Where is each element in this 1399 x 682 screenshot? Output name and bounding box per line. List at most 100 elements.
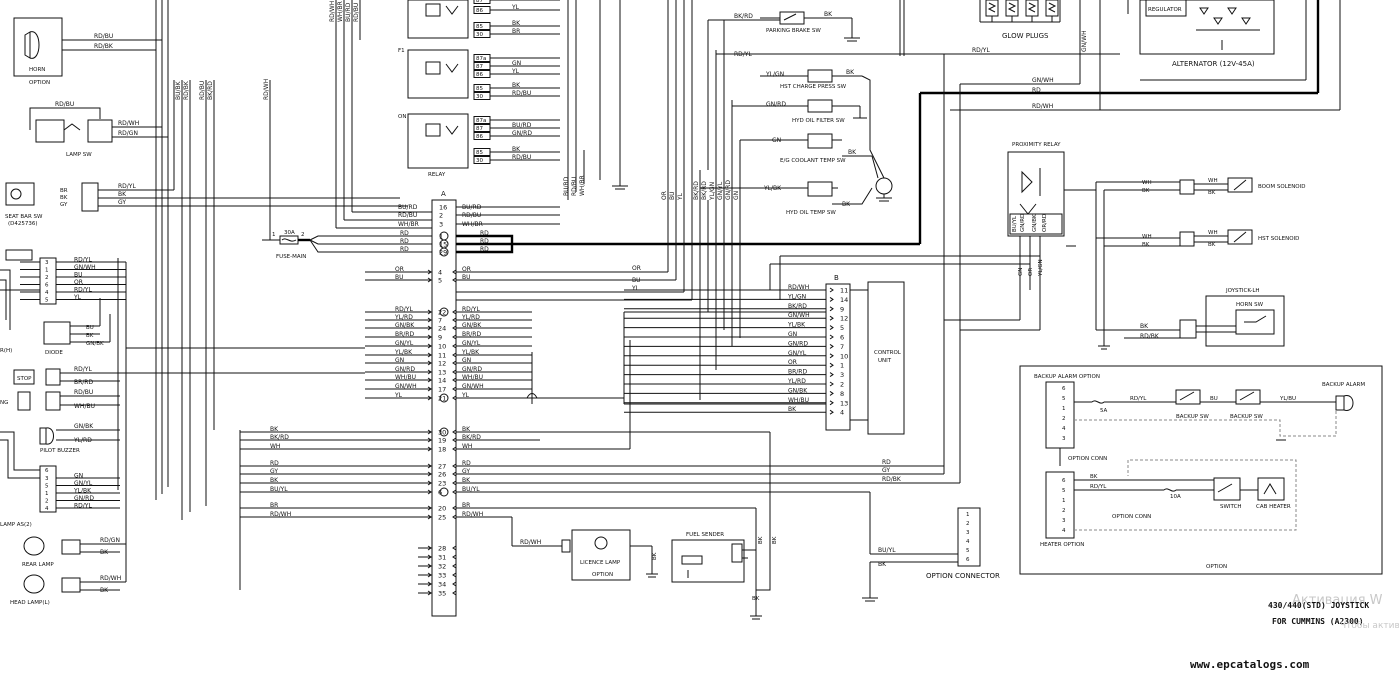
- svg-text:BK: BK: [652, 552, 658, 560]
- hyd-oil-filter-label: HYD OIL FILTER SW: [792, 118, 845, 124]
- svg-text:R(H): R(H): [0, 348, 12, 354]
- horn-box: [13, 17, 63, 77]
- svg-text:30A: 30A: [284, 230, 295, 236]
- wire-label: RD/WH: [270, 511, 291, 518]
- lamp-sw-label: LAMP SW: [66, 152, 92, 158]
- wire-label: YL/BK: [787, 322, 806, 329]
- svg-text:BK: BK: [1208, 242, 1216, 248]
- svg-text:BR: BR: [60, 188, 68, 194]
- svg-text:OPTION: OPTION: [592, 572, 613, 578]
- connector-a-pin: 4: [438, 269, 442, 277]
- svg-text:LICENCE LAMP: LICENCE LAMP: [580, 560, 621, 566]
- svg-text:OPTION CONN: OPTION CONN: [1068, 456, 1107, 462]
- svg-text:YL/GN: YL/GN: [765, 71, 784, 78]
- heater-connector-pin: 6: [1062, 478, 1066, 484]
- diode: [43, 321, 71, 345]
- connector-a-pin: 3: [439, 221, 443, 229]
- wire-label: GN: [733, 191, 740, 200]
- svg-text:BK/RD: BK/RD: [734, 13, 753, 20]
- connector-b-pin: 1: [840, 362, 844, 370]
- svg-text:RD/WH: RD/WH: [100, 575, 121, 582]
- relay-pin: 86: [476, 134, 483, 140]
- svg-text:BACKUP ALARM: BACKUP ALARM: [1322, 382, 1365, 388]
- svg-text:WH/BR: WH/BR: [337, 1, 344, 22]
- lamp-sw-connector: [35, 119, 65, 143]
- svg-text:UNIT: UNIT: [878, 358, 892, 364]
- relay-pin: 30: [476, 158, 483, 164]
- relay-pin: 85: [476, 86, 483, 92]
- connector-a-pin: 19: [438, 437, 446, 445]
- svg-text:OR: OR: [632, 265, 641, 272]
- wire-label: BU: [462, 274, 471, 281]
- wire-label: GY: [270, 468, 278, 475]
- svg-text:BK: BK: [878, 561, 887, 568]
- connector-a-pin: 25: [438, 514, 446, 522]
- diode-label: DIODE: [45, 350, 63, 356]
- lamp-connector-pin: 5: [45, 298, 49, 304]
- rear-lamp-label: REAR LAMP: [22, 562, 54, 568]
- parking-brake-sw: [779, 11, 805, 25]
- connector-b-pin: 4: [840, 409, 844, 417]
- svg-text:GN/WH: GN/WH: [1032, 77, 1054, 84]
- sensor-switches: BK/RD BK PARKING BRAKE SW YL/GN BK HST C…: [700, 0, 905, 216]
- connector-b-pin: 13: [840, 399, 848, 407]
- stop-lamp: [13, 369, 35, 385]
- svg-text:ON: ON: [398, 114, 406, 120]
- wire-label: BR: [462, 502, 470, 509]
- connector-a-pin: 5: [438, 277, 442, 285]
- heater-connector-pin: 4: [1062, 528, 1066, 534]
- svg-text:RD/YL: RD/YL: [1090, 484, 1107, 490]
- relay-pin: 87a: [476, 56, 486, 62]
- backup-alarm-icon: [1335, 395, 1354, 411]
- option-connector-pin: 2: [966, 521, 970, 527]
- wire-label: GN/BK: [462, 322, 482, 329]
- connector-b-pin: 7: [840, 343, 844, 351]
- wire-label: RD: [270, 460, 279, 467]
- horn-icon: [24, 31, 40, 59]
- connector-a-pin: 23: [438, 480, 446, 488]
- svg-text:RD: RD: [1032, 87, 1041, 94]
- footer: Активация W 430/440(STD) JOYSTICK FOR CU…: [1190, 593, 1399, 671]
- wire-label: BK/RD: [207, 81, 214, 100]
- svg-text:GN/RD: GN/RD: [766, 101, 786, 108]
- svg-text:YL/RD: YL/RD: [73, 437, 92, 444]
- svg-text:STOP: STOP: [17, 376, 32, 382]
- website-link[interactable]: www.epcatalogs.com: [1190, 658, 1310, 671]
- alarm-connector-pin: 5: [1062, 396, 1066, 402]
- wire-label: OR: [395, 266, 404, 273]
- svg-text:WH: WH: [1142, 234, 1152, 240]
- wire-label: YL: [511, 68, 520, 75]
- relay-pin: 87: [476, 64, 483, 70]
- seat-bar-sw: [5, 182, 35, 206]
- svg-text:BACKUP SW: BACKUP SW: [1230, 414, 1263, 420]
- alarm-connector: [1045, 381, 1075, 449]
- alarm-connector-pin: 4: [1062, 426, 1066, 432]
- svg-text:FUEL SENDER: FUEL SENDER: [686, 532, 724, 538]
- connector-b-pin: 14: [840, 296, 848, 304]
- glow-plugs-label: GLOW PLUGS: [1002, 32, 1049, 40]
- licence-lamp: RD/WH LICENCE LAMP OPTION BK: [511, 517, 658, 581]
- svg-text:BU/RD: BU/RD: [345, 2, 352, 22]
- option-connector-pin: 3: [966, 530, 970, 536]
- svg-text:RD/BK: RD/BK: [1140, 333, 1160, 340]
- relay-pin: 30: [476, 94, 483, 100]
- hst-solenoid-label: HST SOLENOID: [1258, 236, 1299, 242]
- wire-label: BU: [669, 191, 676, 200]
- svg-text:BR/RD: BR/RD: [74, 379, 93, 386]
- heater-connector-pin: 3: [1062, 518, 1066, 524]
- connector-a-pin: 28: [438, 545, 446, 553]
- wire-label: OR: [462, 266, 471, 273]
- lamp-connector-pin: 5: [45, 484, 49, 490]
- svg-text:RD/BU: RD/BU: [353, 3, 360, 22]
- wire-label: RD: [480, 246, 489, 253]
- lamp-connector-1: [39, 257, 57, 305]
- svg-text:BK: BK: [752, 596, 760, 602]
- svg-text:BK: BK: [1142, 242, 1150, 248]
- connector-a-pin: 30: [438, 429, 446, 437]
- relay-pin: 87: [476, 0, 483, 4]
- lamp-icon: [594, 536, 608, 550]
- horn-sw-label: HORN SW: [1236, 302, 1264, 308]
- buzzer-icon: [39, 427, 54, 445]
- svg-text:BK: BK: [846, 69, 855, 76]
